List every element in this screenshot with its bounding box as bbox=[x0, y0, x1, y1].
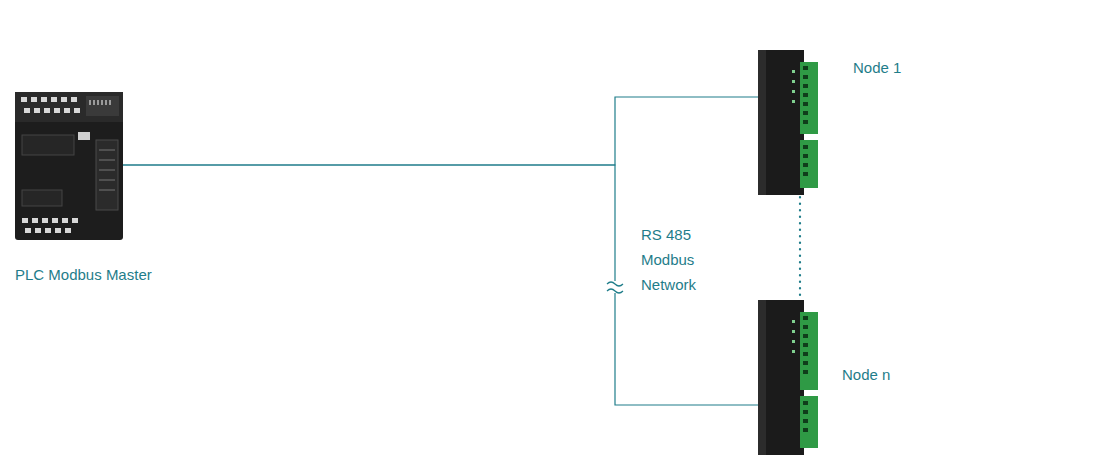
node-label: PLC Modbus Master bbox=[15, 266, 152, 284]
break-symbol bbox=[606, 281, 624, 293]
bus-wire bbox=[123, 165, 758, 405]
io-module bbox=[758, 300, 818, 455]
bus-wire bbox=[123, 97, 758, 165]
plc-master: PLC Modbus Master bbox=[15, 92, 123, 240]
network-label: RS 485 Modbus Network bbox=[641, 222, 715, 297]
node-label: Node 1 bbox=[853, 59, 901, 77]
plc-device bbox=[15, 92, 123, 240]
node-label: Node n bbox=[842, 366, 890, 384]
io-node: Node 1 bbox=[758, 50, 818, 195]
continuation-dots bbox=[799, 197, 801, 298]
io-node: Node n bbox=[758, 300, 818, 455]
label-layer: RS 485 Modbus Network bbox=[641, 222, 715, 297]
io-module bbox=[758, 50, 818, 195]
